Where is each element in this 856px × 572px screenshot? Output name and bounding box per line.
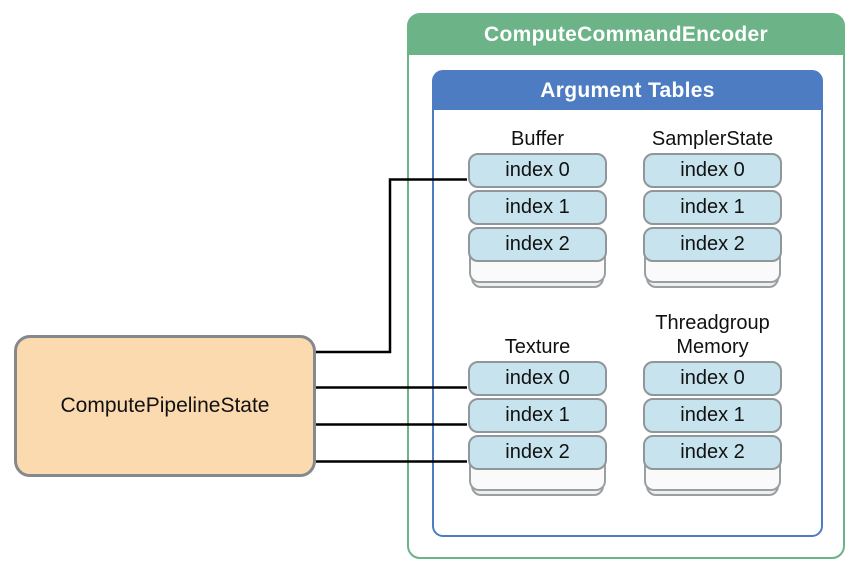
index-slot: index 2: [643, 435, 782, 470]
index-slot: index 2: [468, 435, 607, 470]
index-slot: index 0: [468, 361, 607, 396]
argument-table-samplerstate: SamplerState index 0 index 1 index 2: [643, 103, 782, 288]
argument-tables-title: Argument Tables: [540, 79, 715, 102]
compute-pipeline-state-title: ComputePipelineState: [60, 394, 270, 417]
index-slot: index 0: [468, 153, 607, 188]
compute-command-encoder-header: ComputeCommandEncoder: [409, 15, 843, 55]
argument-table-threadgroup-memory: Threadgroup Memory index 0 index 1 index…: [643, 311, 782, 496]
compute-pipeline-state-box: ComputePipelineState: [14, 335, 316, 477]
argument-tables-header: Argument Tables: [434, 72, 821, 110]
index-slot: index 2: [468, 227, 607, 262]
index-slot: index 0: [643, 361, 782, 396]
argument-table-buffer: Buffer index 0 index 1 index 2: [468, 103, 607, 288]
index-slot: index 1: [643, 190, 782, 225]
table-title: Texture: [504, 336, 571, 358]
index-slot: index 1: [643, 398, 782, 433]
compute-command-encoder-title: ComputeCommandEncoder: [484, 23, 768, 46]
table-title: SamplerState: [651, 128, 774, 150]
index-slot: index 0: [643, 153, 782, 188]
table-title: Threadgroup Memory: [655, 312, 770, 358]
index-slot: index 2: [643, 227, 782, 262]
index-slot: index 1: [468, 398, 607, 433]
table-title: Buffer: [511, 128, 564, 150]
index-slot: index 1: [468, 190, 607, 225]
argument-table-texture: Texture index 0 index 1 index 2: [468, 311, 607, 496]
